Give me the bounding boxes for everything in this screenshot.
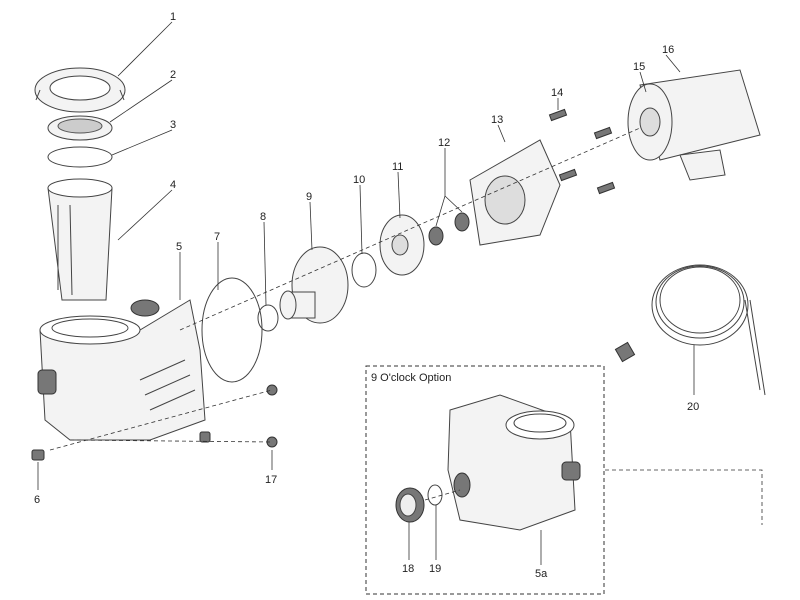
callout-7: 7 [214, 231, 220, 243]
part-5a-pump-body [447, 394, 581, 531]
part-18-plug [395, 487, 425, 523]
callout-10: 10 [353, 174, 365, 186]
part-2-lid [47, 115, 113, 141]
leader-lines [37, 21, 695, 490]
callout-20: 20 [687, 401, 699, 413]
part-9-diffuser [279, 246, 349, 324]
part-3-o-ring [47, 146, 113, 168]
callout-12: 12 [438, 137, 450, 149]
callout-13: 13 [491, 114, 503, 126]
callout-4: 4 [170, 179, 176, 191]
callout-3: 3 [170, 119, 176, 131]
part-10-ring [351, 252, 377, 288]
callout-18: 18 [402, 563, 414, 575]
bolt-axis-line [49, 389, 273, 451]
callout-2: 2 [170, 69, 176, 81]
part-13-seal-plate [469, 139, 561, 246]
part-6-drain-plug [31, 449, 45, 461]
part-20-power-cord [614, 264, 766, 396]
part-12-seal [428, 212, 470, 246]
inset-9-oclock-option: 9 O'clock Option 18 19 5a [365, 365, 605, 595]
callout-9: 9 [306, 191, 312, 203]
callout-19: 19 [429, 563, 441, 575]
part-8-o-ring [257, 304, 279, 332]
callout-5a: 5a [535, 568, 548, 580]
callout-14: 14 [551, 87, 563, 99]
callout-17: 17 [265, 474, 277, 486]
part-5-pump-body [37, 299, 206, 441]
part-11-impeller [379, 214, 425, 276]
part-16-motor [627, 69, 761, 181]
callout-6: 6 [34, 494, 40, 506]
callout-5: 5 [176, 241, 182, 253]
callout-1: 1 [170, 11, 176, 23]
callout-11: 11 [392, 161, 403, 173]
part-1-lock-ring [34, 67, 126, 113]
part-14-bolts [548, 108, 616, 195]
callout-15: 15 [633, 61, 645, 73]
part-4-basket [47, 178, 113, 301]
part-19-o-ring [427, 484, 443, 506]
part-7-o-ring [201, 277, 263, 383]
callout-8: 8 [260, 211, 266, 223]
callout-16: 16 [662, 44, 674, 56]
inset-connector-line [605, 469, 763, 525]
part-17-nuts [199, 384, 278, 448]
inset-title: 9 O'clock Option [371, 372, 451, 384]
